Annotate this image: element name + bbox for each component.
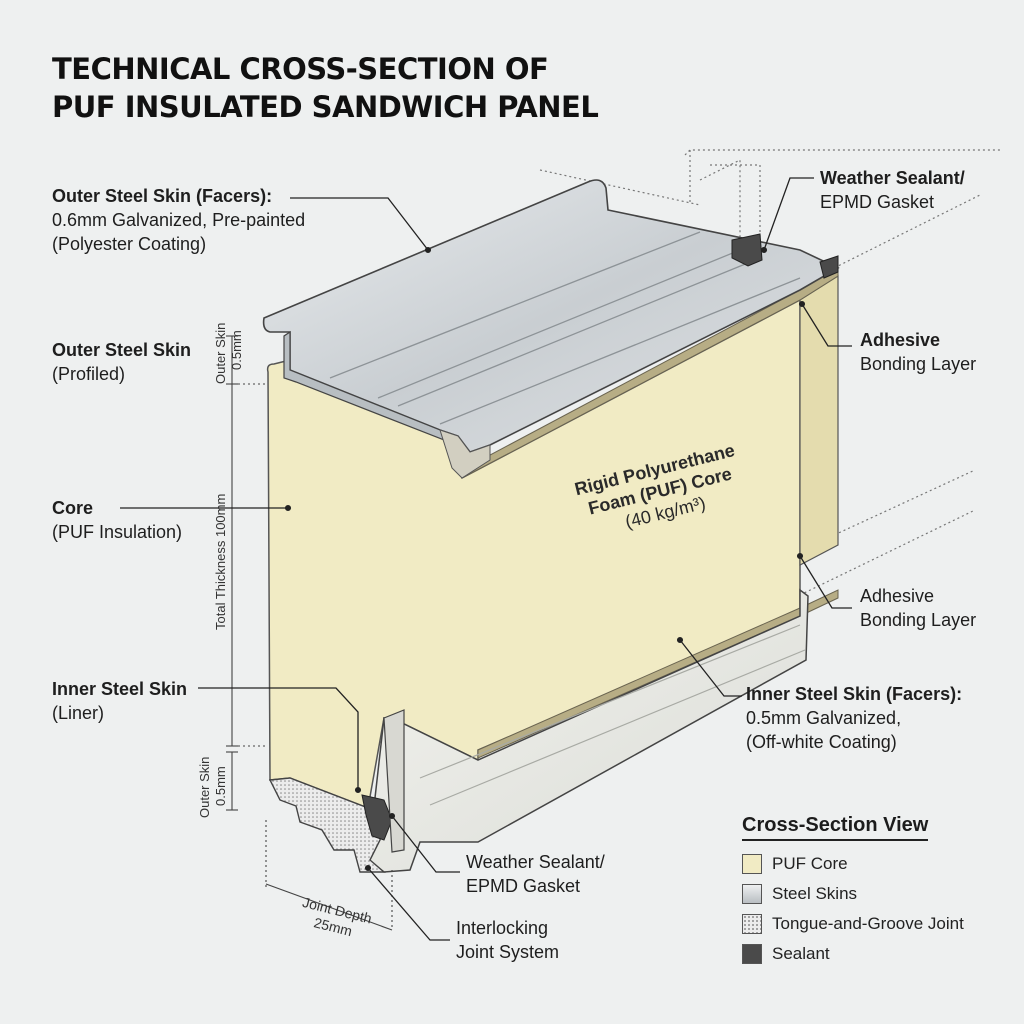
legend-item-tongue-groove: Tongue-and-Groove Joint [742, 909, 1002, 939]
label-outer-facer: Outer Steel Skin (Facers): 0.6mm Galvani… [52, 184, 305, 256]
label-adhesive-bottom-line2: Bonding Layer [860, 610, 977, 630]
sealant-top [731, 233, 763, 267]
label-inner-facer-line1: 0.5mm Galvanized, [746, 708, 902, 728]
dim-outer-skin-top-line1: Outer Skin [213, 322, 228, 384]
title-line-1: TECHNICAL CROSS-SECTION OF [52, 52, 549, 86]
label-joint: Interlocking Joint System [456, 916, 559, 964]
foam-core-side [799, 274, 839, 566]
label-outer-profiled-title: Outer Steel Skin [52, 340, 192, 360]
dim-outer-skin-bottom-line2: 0.5mm [213, 766, 228, 806]
liner-ribs [419, 624, 806, 806]
label-adhesive-top: Adhesive Bonding Layer [860, 328, 976, 376]
label-adhesive-top-line1: Bonding Layer [860, 354, 977, 374]
page-title: TECHNICAL CROSS-SECTION OF PUF INSULATED… [52, 50, 672, 126]
sealant-top-gasket [819, 255, 839, 279]
label-sealant-bottom: Weather Sealant/ EPMD Gasket [466, 850, 605, 898]
dim-total-thickness: Total Thickness 100mm [213, 493, 228, 630]
leader-lines [120, 177, 852, 941]
label-inner-liner-line1: (Liner) [52, 703, 105, 723]
label-core-title: Core [52, 498, 94, 518]
label-sealant-bottom-line2: EPMD Gasket [466, 876, 581, 896]
label-outer-facer-title: Outer Steel Skin (Facers): [52, 186, 273, 206]
legend: Cross-Section View PUF Core Steel Skins … [742, 812, 1002, 969]
label-outer-facer-line1: 0.6mm Galvanized, Pre-painted [52, 210, 306, 230]
label-outer-facer-line2: (Polyester Coating) [52, 234, 207, 254]
label-outer-profiled-line1: (Profiled) [52, 364, 126, 384]
label-inner-liner: Inner Steel Skin (Liner) [52, 677, 187, 725]
legend-swatch-tongue-groove [742, 914, 762, 934]
label-sealant-top-title: Weather Sealant/ [820, 168, 965, 188]
label-sealant-top-line1: EPMD Gasket [820, 192, 935, 212]
dim-outer-skin-top-line2: 0.5mm [229, 330, 244, 370]
label-inner-facer: Inner Steel Skin (Facers): 0.5mm Galvani… [746, 682, 962, 754]
groove-channel [383, 709, 405, 853]
label-joint-line1: Interlocking [456, 918, 549, 938]
legend-item-steel-skins: Steel Skins [742, 879, 1002, 909]
label-adhesive-top-title: Adhesive [860, 330, 941, 350]
label-adhesive-bottom: Adhesive Bonding Layer [860, 584, 976, 632]
legend-label-tongue-groove: Tongue-and-Groove Joint [772, 914, 964, 933]
label-inner-facer-line2: (Off-white Coating) [746, 732, 897, 752]
label-core-line1: (PUF Insulation) [52, 522, 183, 542]
label-inner-liner-title: Inner Steel Skin [52, 679, 188, 699]
dimension-lines [226, 335, 393, 931]
legend-item-puf-core: PUF Core [742, 849, 1002, 879]
legend-swatch-sealant [742, 944, 762, 964]
sealant-bottom [361, 794, 393, 841]
label-adhesive-bottom-line1: Adhesive [860, 586, 935, 606]
label-sealant-bottom-line1: Weather Sealant/ [466, 852, 605, 872]
steel-ribs [329, 231, 801, 425]
legend-swatch-steel-skins [742, 884, 762, 904]
label-sealant-top: Weather Sealant/ EPMD Gasket [820, 166, 965, 214]
legend-swatch-puf-core [742, 854, 762, 874]
title-line-2: PUF INSULATED SANDWICH PANEL [52, 90, 599, 124]
legend-title: Cross-Section View [742, 812, 929, 841]
tongue-top [439, 429, 491, 479]
legend-item-sealant: Sealant [742, 939, 1002, 969]
label-outer-profiled: Outer Steel Skin (Profiled) [52, 338, 191, 386]
label-joint-line2: Joint System [456, 942, 560, 962]
label-inner-facer-title: Inner Steel Skin (Facers): [746, 684, 963, 704]
legend-label-steel-skins: Steel Skins [772, 884, 858, 903]
dim-outer-skin-bottom-line1: Outer Skin [197, 756, 212, 818]
legend-label-puf-core: PUF Core [772, 854, 848, 873]
label-core: Core (PUF Insulation) [52, 496, 182, 544]
legend-label-sealant: Sealant [772, 944, 830, 963]
